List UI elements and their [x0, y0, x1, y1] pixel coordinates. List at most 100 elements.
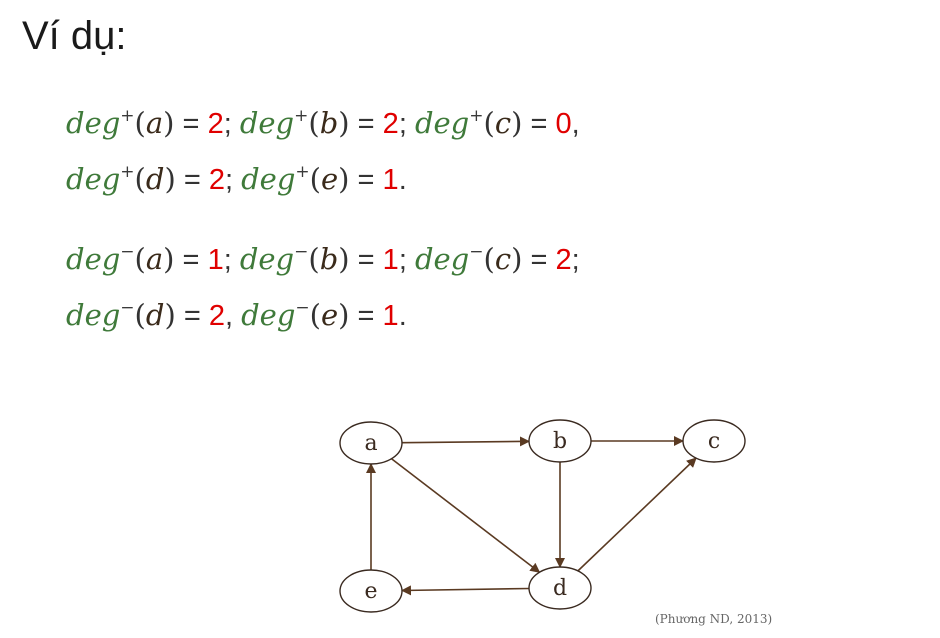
degree-term: deg−(d) = 2,	[66, 300, 233, 332]
paren-open: (	[134, 106, 146, 140]
vertex-name: a	[145, 106, 164, 140]
degree-term: deg+(e) = 1.	[241, 164, 407, 196]
deg-function: deg	[66, 298, 121, 332]
paren-close: )	[164, 298, 176, 332]
degree-value: 1	[382, 300, 399, 332]
deg-sign: +	[120, 162, 135, 182]
citation: (Phương ND, 2013)	[655, 612, 773, 626]
node-ellipse	[528, 566, 592, 610]
degree-value: 2	[382, 108, 399, 140]
deg-function: deg	[414, 106, 470, 140]
degree-term: deg−(e) = 1.	[241, 300, 407, 332]
deg-function: deg	[241, 298, 296, 332]
node-label: c	[708, 429, 720, 454]
paren-close: )	[338, 162, 350, 196]
equals-sign: =	[174, 244, 208, 276]
equals-sign: =	[522, 244, 556, 276]
node-b: b	[528, 419, 592, 463]
graph-nodes: a b c d e	[339, 419, 746, 613]
degree-value: 2	[555, 244, 572, 276]
degree-value: 2	[208, 300, 225, 332]
edge-a-b	[401, 436, 531, 447]
deg-sign: +	[120, 106, 135, 126]
node-label: a	[364, 431, 377, 456]
out-degree-line-1: deg+(a) = 2; deg+(b) = 2; deg+(c) = 0,	[66, 108, 580, 139]
in-degree-line-1: deg−(a) = 1; deg−(b) = 1; deg−(c) = 2;	[66, 244, 580, 275]
paren-open: (	[309, 298, 321, 332]
separator: ;	[223, 244, 232, 276]
equals-sign: =	[349, 244, 383, 276]
paren-open: (	[483, 106, 495, 140]
vertex-name: d	[145, 162, 165, 196]
equals-sign: =	[522, 108, 556, 140]
node-ellipse	[339, 421, 403, 465]
in-degree-line-2: deg−(d) = 2, deg−(e) = 1.	[66, 300, 407, 331]
node-label: e	[364, 579, 377, 604]
slide-title: Ví dụ:	[22, 16, 127, 56]
degree-term: deg+(d) = 2;	[66, 164, 233, 196]
node-a: a	[339, 421, 403, 465]
edge-d-e	[400, 585, 530, 596]
degree-term: deg+(c) = 0,	[415, 108, 580, 140]
node-ellipse	[528, 419, 592, 463]
separator: ;	[223, 108, 232, 140]
paren-open: (	[308, 106, 320, 140]
title-word: Ví dụ	[22, 14, 116, 58]
vertex-name: b	[319, 242, 339, 276]
deg-sign: −	[295, 298, 310, 318]
deg-function: deg	[66, 106, 121, 140]
paren-close: )	[338, 298, 350, 332]
title-colon: :	[115, 14, 127, 58]
paren-open: (	[483, 242, 495, 276]
separator: ,	[571, 108, 580, 140]
vertex-name: e	[320, 162, 339, 196]
paren-close: )	[511, 106, 523, 140]
deg-sign: −	[120, 242, 135, 262]
equals-sign: =	[349, 164, 383, 196]
separator: .	[398, 300, 407, 332]
separator: ;	[224, 164, 234, 196]
degree-term: deg−(c) = 2;	[415, 244, 580, 276]
degree-value: 1	[382, 244, 399, 276]
equals-sign: =	[349, 300, 383, 332]
deg-function: deg	[239, 106, 295, 140]
degree-term: deg−(a) = 1;	[66, 244, 232, 276]
out-degree-line-2: deg+(d) = 2; deg+(e) = 1.	[66, 164, 407, 195]
deg-sign: +	[295, 162, 310, 182]
deg-sign: −	[294, 242, 309, 262]
deg-sign: −	[120, 298, 135, 318]
vertex-name: d	[145, 298, 165, 332]
deg-sign: +	[294, 106, 309, 126]
deg-function: deg	[66, 242, 121, 276]
separator: ;	[398, 108, 407, 140]
paren-open: (	[308, 242, 320, 276]
paren-open: (	[134, 162, 146, 196]
degree-value: 1	[207, 244, 224, 276]
paren-close: )	[338, 242, 350, 276]
degree-value: 2	[207, 108, 224, 140]
degree-term: deg+(a) = 2;	[66, 108, 232, 140]
separator: .	[398, 164, 407, 196]
degree-value: 2	[208, 164, 225, 196]
vertex-name: e	[320, 298, 339, 332]
node-ellipse	[682, 419, 746, 463]
deg-function: deg	[66, 162, 121, 196]
deg-function: deg	[241, 162, 296, 196]
paren-close: )	[163, 106, 175, 140]
paren-open: (	[134, 242, 146, 276]
separator: ;	[398, 244, 407, 276]
deg-function: deg	[239, 242, 295, 276]
vertex-name: c	[494, 242, 512, 276]
degree-term: deg+(b) = 2;	[240, 108, 407, 140]
equals-sign: =	[175, 164, 209, 196]
degree-value: 0	[555, 108, 572, 140]
graph-edges	[366, 436, 697, 596]
degree-term: deg−(b) = 1;	[240, 244, 407, 276]
degree-value: 1	[382, 164, 399, 196]
node-d: d	[528, 566, 592, 610]
paren-close: )	[163, 242, 175, 276]
paren-close: )	[511, 242, 523, 276]
paren-open: (	[309, 162, 321, 196]
paren-open: (	[134, 298, 146, 332]
